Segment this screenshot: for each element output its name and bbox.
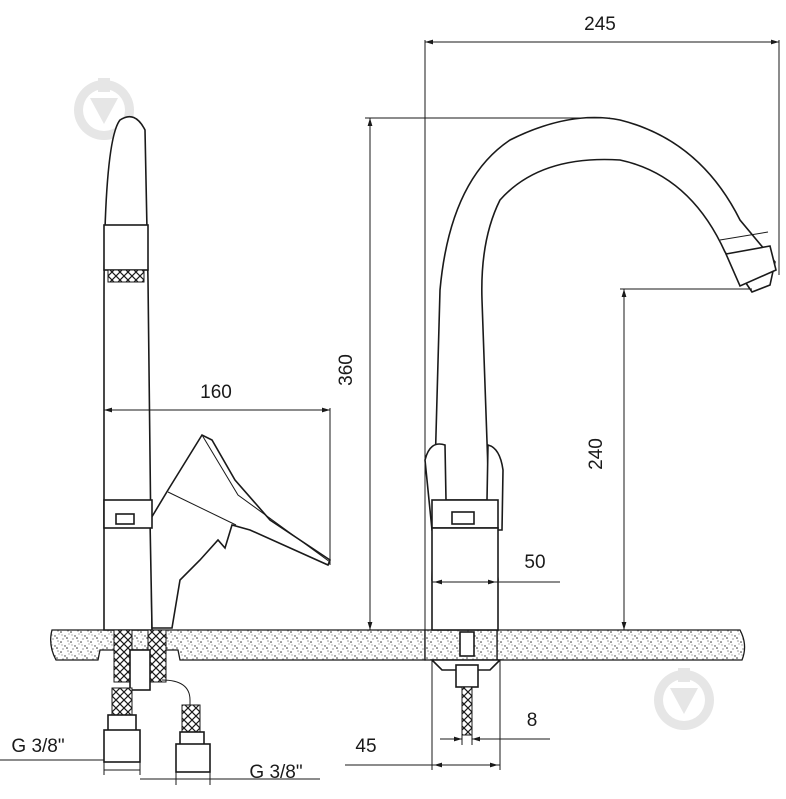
dim-hose-thread-left: G 3/8"	[11, 736, 64, 757]
watermark-logo-icon	[74, 78, 134, 140]
dim-body-diameter: 50	[524, 552, 545, 573]
watermark-logo-icon	[654, 668, 714, 730]
dim-stud-diameter: 8	[527, 710, 538, 731]
worktop-right	[496, 629, 746, 661]
dim-mount-width: 45	[355, 736, 376, 757]
faucet-front-view	[424, 116, 777, 736]
faucet-side-view	[103, 115, 331, 773]
dimension-lines	[0, 39, 780, 785]
worktop-left	[50, 629, 426, 661]
dim-spout-height: 240	[586, 438, 607, 470]
dim-total-height: 360	[336, 354, 357, 386]
dim-hose-thread-right: G 3/8"	[249, 762, 302, 783]
dim-lever-length: 160	[200, 382, 232, 403]
dim-total-reach: 245	[584, 14, 616, 35]
